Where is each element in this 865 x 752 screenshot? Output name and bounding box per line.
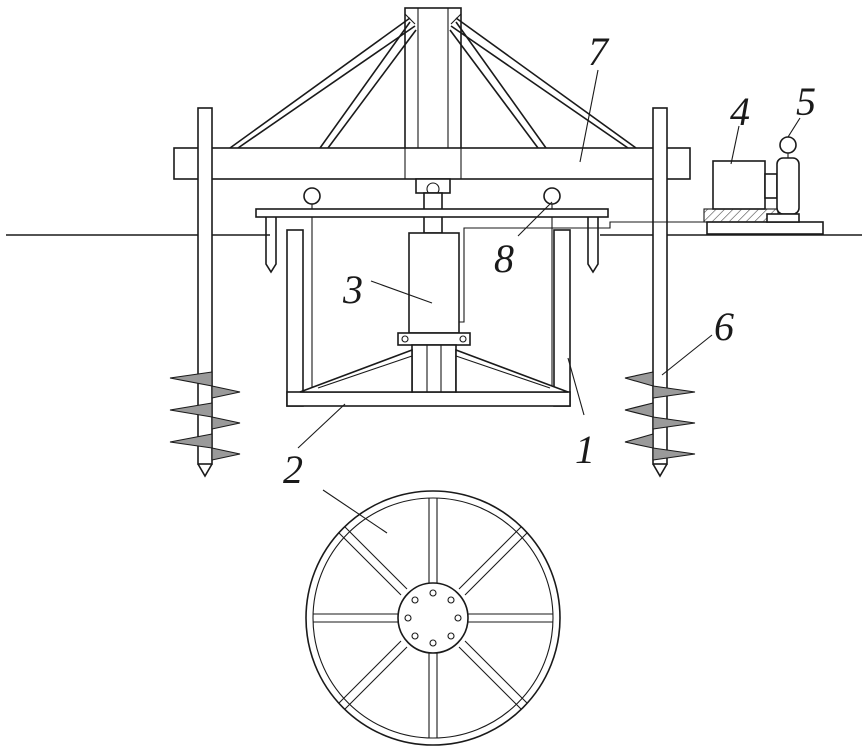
label-7: 7 — [588, 29, 610, 74]
label-4: 4 — [730, 89, 750, 134]
plate-plan-view — [305, 490, 561, 746]
loading-frame — [255, 178, 740, 407]
label-5: 5 — [796, 79, 816, 124]
screw-anchor-left — [169, 107, 241, 478]
label-1: 1 — [575, 427, 595, 472]
label-8: 8 — [494, 236, 514, 281]
label-3: 3 — [342, 267, 363, 312]
screw-anchor-right — [624, 107, 696, 478]
reaction-frame — [173, 7, 691, 180]
pump-unit — [703, 136, 824, 235]
label-6: 6 — [714, 304, 734, 349]
reaction-beam — [173, 147, 691, 180]
label-2: 2 — [283, 447, 303, 492]
leader-lines — [297, 69, 801, 534]
